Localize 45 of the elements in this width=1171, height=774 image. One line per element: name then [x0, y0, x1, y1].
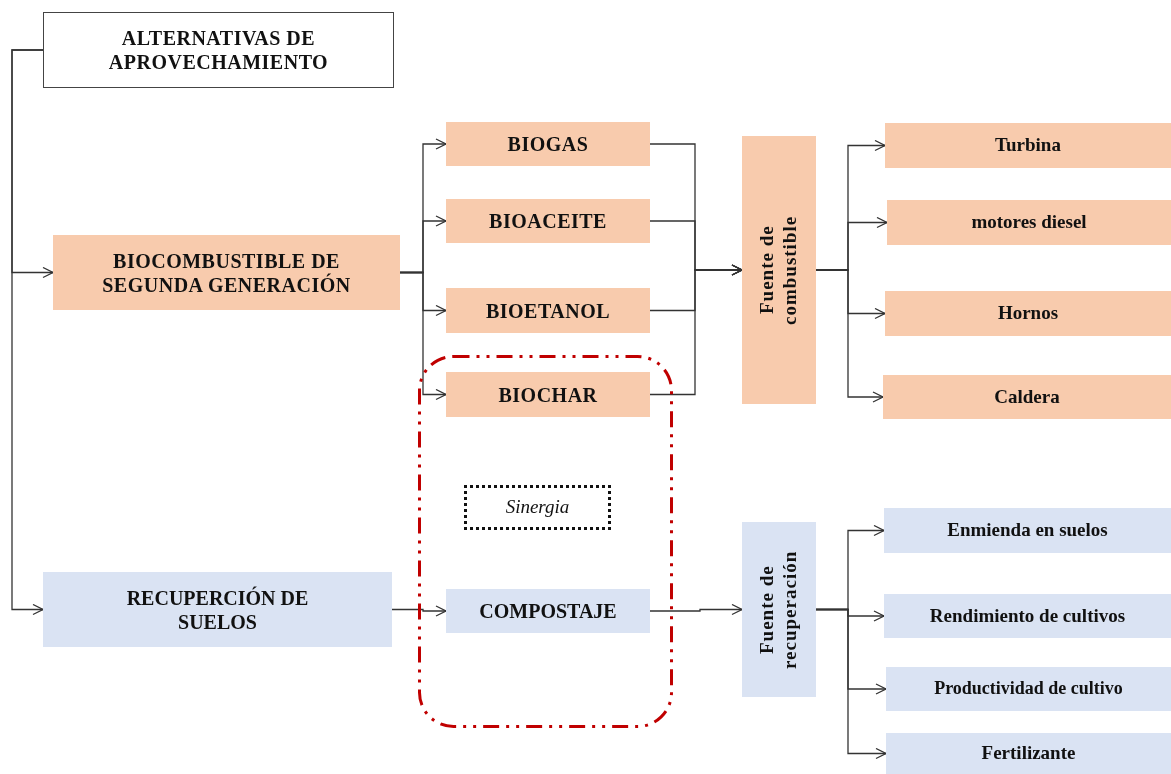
dotted-box	[464, 485, 611, 530]
box-label: Fertilizante	[980, 742, 1077, 765]
box-label: motores diesel	[970, 211, 1088, 234]
process-box	[446, 122, 650, 166]
box-label: BIOCOMBUSTIBLE DE SEGUNDA GENERACIÓN	[101, 248, 352, 297]
connector-arrow	[815, 608, 887, 760]
box-label: BIOACEITE	[488, 209, 608, 233]
process-box	[446, 589, 650, 633]
connector-arrow	[11, 49, 44, 616]
process-box	[884, 508, 1171, 553]
process-box	[884, 594, 1171, 638]
process-box	[43, 572, 392, 647]
box-label: ALTERNATIVAS DE APROVECHAMIENTO	[107, 26, 330, 74]
process-box	[886, 667, 1171, 711]
process-box	[446, 199, 650, 243]
box-label: Sinergia	[504, 496, 571, 519]
box-label: COMPOSTAJE	[478, 599, 618, 623]
box-label: Productividad de cultivo	[933, 678, 1124, 700]
process-box	[742, 522, 816, 697]
connector-arrow	[649, 264, 743, 396]
title-box	[43, 12, 394, 88]
box-label: Hornos	[996, 302, 1060, 325]
process-box	[887, 200, 1171, 245]
box-label: Rendimiento de cultivos	[928, 604, 1127, 628]
process-box	[53, 235, 400, 310]
box-label: BIOCHAR	[497, 382, 599, 407]
process-box	[446, 372, 650, 417]
box-label: BIOGAS	[506, 132, 590, 156]
box-label: Fuente de combustible	[756, 214, 801, 327]
process-box	[886, 733, 1171, 774]
process-box	[742, 136, 816, 404]
box-label: BIOETANOL	[484, 298, 612, 323]
process-box	[883, 375, 1171, 419]
process-box	[885, 291, 1171, 336]
box-label: RECUPERCIÓN DE SUELOS	[125, 585, 310, 634]
process-box	[446, 288, 650, 333]
box-label: Turbina	[994, 134, 1062, 157]
connector-arrow	[649, 603, 743, 616]
box-label: Fuente de recuperación	[756, 549, 801, 671]
box-label: Enmienda en suelos	[946, 519, 1109, 542]
connector-arrow	[391, 605, 447, 617]
dash-dot-group	[418, 355, 673, 728]
connector-arrow	[399, 271, 447, 401]
box-label: Caldera	[993, 385, 1061, 409]
process-box	[885, 123, 1171, 168]
